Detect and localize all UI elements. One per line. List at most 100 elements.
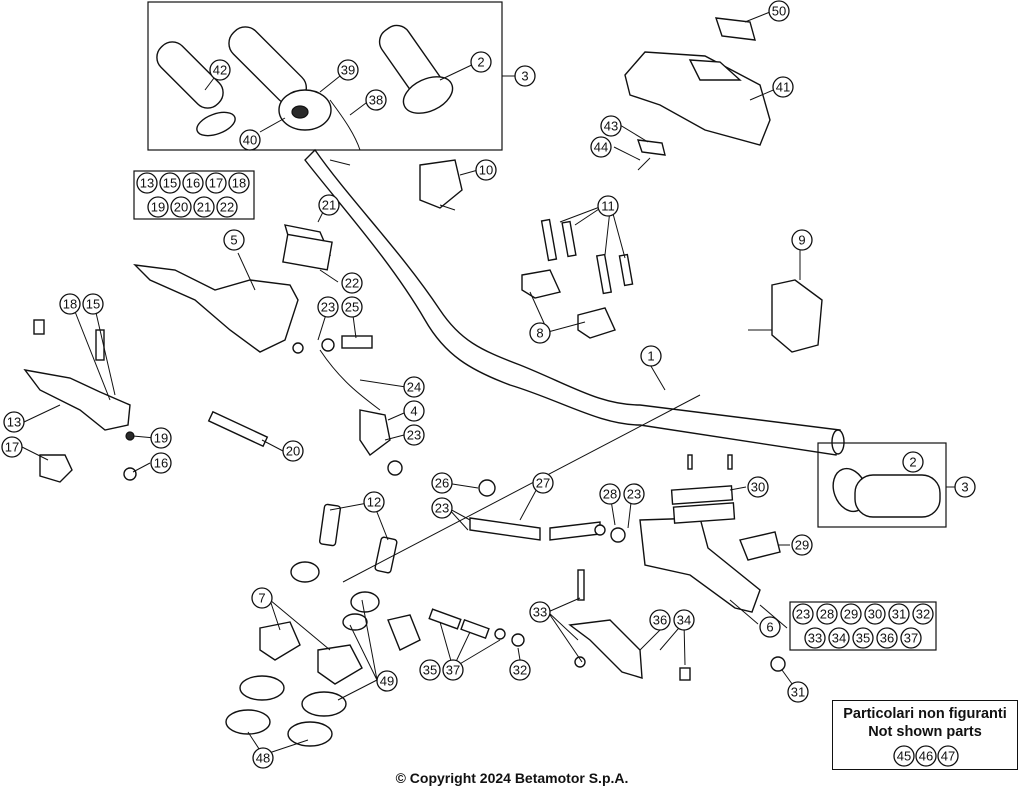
callout-22: 22 [341, 272, 363, 294]
callout-34: 34 [673, 609, 695, 631]
svg-text:50: 50 [772, 4, 786, 19]
kit-right-item: 37 [900, 627, 922, 649]
svg-text:38: 38 [369, 93, 383, 108]
svg-text:30: 30 [751, 480, 765, 495]
callout-18: 18 [59, 293, 81, 315]
not-shown-title-it: Particolari non figuranti [843, 706, 1007, 722]
callout-5: 5 [223, 229, 245, 251]
svg-text:15: 15 [86, 297, 100, 312]
svg-text:21: 21 [322, 198, 336, 213]
kit-left-item: 19 [147, 196, 169, 218]
kit-left-item: 21 [193, 196, 215, 218]
svg-text:30: 30 [868, 607, 882, 622]
svg-text:35: 35 [423, 663, 437, 678]
callout-23-b: 23 [403, 424, 425, 446]
brake-master [594, 517, 761, 613]
callout-9: 9 [791, 229, 813, 251]
kit-right-item: 34 [828, 627, 850, 649]
svg-text:5: 5 [230, 233, 237, 248]
svg-text:45: 45 [897, 749, 911, 764]
not-shown-item: 46 [915, 745, 937, 767]
svg-text:40: 40 [243, 133, 257, 148]
kit-box-right [789, 601, 937, 651]
svg-text:25: 25 [345, 300, 359, 315]
callout-44: 44 [590, 136, 612, 158]
svg-text:41: 41 [776, 80, 790, 95]
kit-right-item: 23 [792, 603, 814, 625]
callout-38: 38 [365, 89, 387, 111]
throttle-cable [329, 99, 361, 151]
svg-text:20: 20 [286, 444, 300, 459]
callout-20: 20 [282, 440, 304, 462]
callout-36: 36 [649, 609, 671, 631]
kill-switch [419, 159, 463, 211]
svg-text:36: 36 [880, 631, 894, 646]
kit-left-item: 18 [228, 172, 250, 194]
kit-box-left [133, 170, 255, 220]
svg-text:24: 24 [407, 380, 421, 395]
callout-2-right: 2 [902, 451, 924, 473]
svg-text:17: 17 [209, 176, 223, 191]
svg-text:3: 3 [961, 480, 968, 495]
svg-text:19: 19 [151, 200, 165, 215]
callout-21: 21 [318, 194, 340, 216]
svg-text:23: 23 [407, 428, 421, 443]
risers [259, 621, 363, 685]
svg-text:6: 6 [766, 620, 773, 635]
svg-text:37: 37 [904, 631, 918, 646]
callout-43: 43 [600, 115, 622, 137]
not-shown-title-en: Not shown parts [868, 724, 982, 740]
kit-right-item: 35 [852, 627, 874, 649]
not-shown-parts-box: Particolari non figuranti Not shown part… [832, 700, 1018, 770]
svg-text:18: 18 [63, 297, 77, 312]
svg-text:22: 22 [345, 276, 359, 291]
svg-text:22: 22 [220, 200, 234, 215]
kit-left-item: 17 [205, 172, 227, 194]
kit-left-item: 20 [170, 196, 192, 218]
cover-clamp [636, 139, 666, 171]
callout-42: 42 [209, 59, 231, 81]
kit-left-item: 13 [136, 172, 158, 194]
callout-16: 16 [150, 452, 172, 474]
callout-25: 25 [341, 296, 363, 318]
svg-text:23: 23 [627, 487, 641, 502]
callout-3-top: 3 [514, 65, 536, 87]
callout-37: 37 [442, 659, 464, 681]
svg-text:10: 10 [479, 163, 493, 178]
callout-15: 15 [82, 293, 104, 315]
svg-text:2: 2 [909, 455, 916, 470]
lower-dampers [225, 675, 347, 747]
callout-8: 8 [529, 322, 551, 344]
svg-text:44: 44 [594, 140, 608, 155]
adjuster [770, 656, 786, 672]
upper-clamp-right [577, 307, 616, 339]
throttle-tube [228, 26, 332, 131]
svg-text:23: 23 [796, 607, 810, 622]
not-shown-item: 45 [893, 745, 915, 767]
svg-text:39: 39 [341, 63, 355, 78]
svg-text:16: 16 [154, 456, 168, 471]
svg-text:43: 43 [604, 119, 618, 134]
svg-text:20: 20 [174, 200, 188, 215]
reservoir-parts [670, 454, 781, 561]
callout-49: 49 [376, 670, 398, 692]
svg-text:37: 37 [446, 663, 460, 678]
kit-left-item: 22 [216, 196, 238, 218]
callout-1: 1 [640, 345, 662, 367]
kit-right-item: 30 [864, 603, 886, 625]
riser-bolts [318, 503, 398, 574]
svg-text:31: 31 [791, 685, 805, 700]
svg-text:48: 48 [256, 751, 270, 766]
callout-4: 4 [403, 400, 425, 422]
svg-text:15: 15 [163, 176, 177, 191]
callout-41: 41 [772, 76, 794, 98]
callout-2-top: 2 [470, 51, 492, 73]
svg-text:35: 35 [856, 631, 870, 646]
svg-text:34: 34 [677, 613, 691, 628]
svg-text:4: 4 [410, 404, 417, 419]
hose-and-fittings [292, 335, 403, 476]
callout-32: 32 [509, 659, 531, 681]
plunger-parts [428, 608, 525, 647]
callout-3-right: 3 [954, 476, 976, 498]
svg-text:26: 26 [435, 476, 449, 491]
